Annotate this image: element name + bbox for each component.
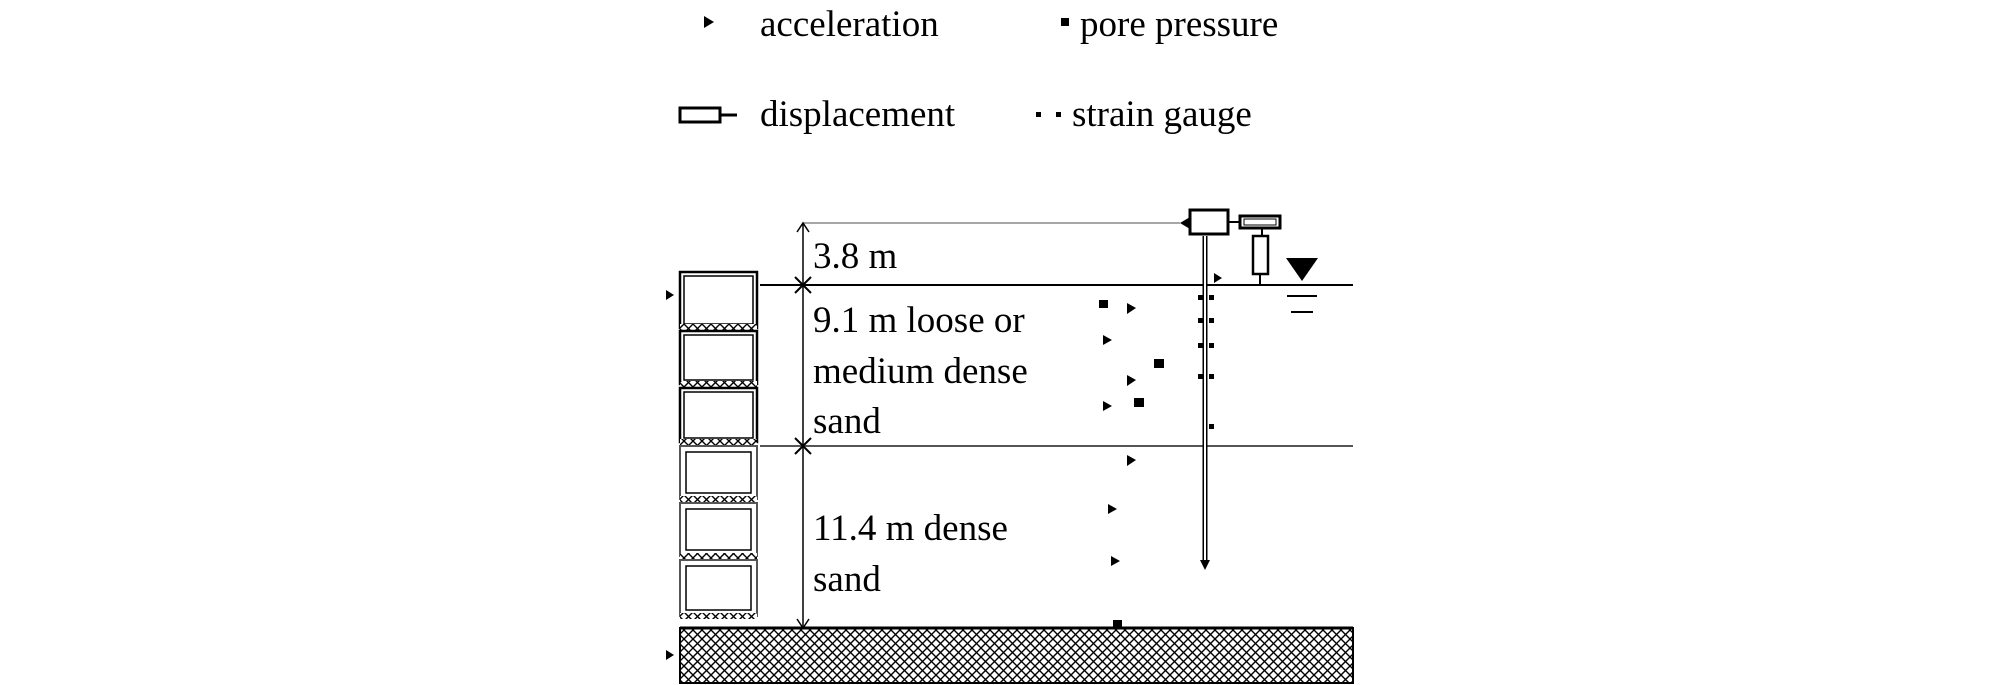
water-depth-label: 3.8 m [813, 236, 898, 277]
pile-accelerometer [1214, 273, 1222, 283]
legend: acceleration pore pressure displacement … [678, 4, 1278, 135]
box-accelerometer-base [666, 650, 674, 660]
hatched-base [679, 627, 1354, 684]
acceleration-legend-icon [704, 16, 714, 28]
strain-gauges [1198, 295, 1214, 429]
soil-accelerometers [1103, 303, 1136, 566]
dense-sand-label-line2: sand [813, 559, 881, 600]
legend-pore-pressure-label: pore pressure [1080, 4, 1278, 45]
displacement-transducer [1238, 214, 1282, 285]
water-table-icon [1286, 258, 1318, 313]
laminar-box-stack [678, 270, 759, 619]
dense-sand-label-line1: 11.4 m dense [813, 508, 1008, 549]
displacement-legend-icon [678, 106, 737, 124]
pile-cap-accelerometer [1180, 217, 1190, 229]
loose-sand-label-line1: 9.1 m loose or [813, 300, 1025, 341]
pile-cap-mass [1188, 208, 1240, 236]
pore-pressure-legend-icon [1061, 18, 1069, 26]
box-accelerometer-top [666, 290, 674, 300]
loose-sand-label-line2: medium dense [813, 351, 1028, 392]
legend-displacement-label: displacement [760, 94, 956, 135]
pile [1200, 236, 1210, 570]
strain-gauge-legend-icon [1036, 112, 1061, 117]
legend-strain-gauge-label: strain gauge [1072, 94, 1252, 135]
pore-pressure-transducers [1099, 300, 1164, 627]
loose-sand-label-line3: sand [813, 401, 881, 442]
legend-acceleration-label: acceleration [760, 4, 939, 45]
dimension-line [794, 221, 812, 630]
